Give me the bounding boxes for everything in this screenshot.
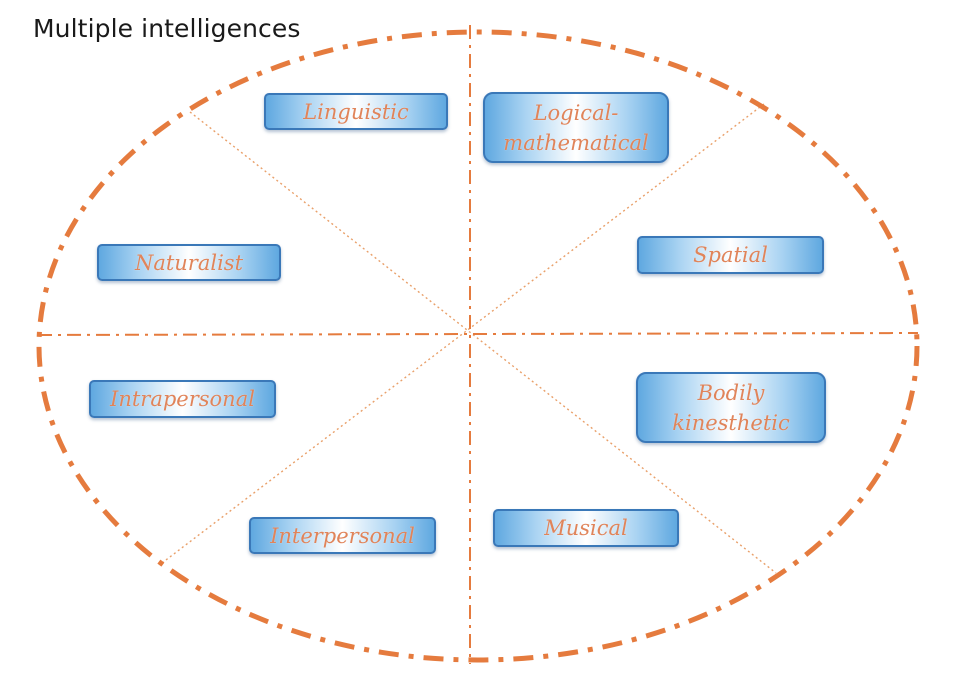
- box-intrapersonal: Intrapersonal: [89, 380, 276, 418]
- outer-ellipse: [36, 29, 920, 663]
- label-logical-mathematical: Logical- mathematical: [503, 100, 649, 155]
- label-interpersonal: Interpersonal: [270, 523, 415, 548]
- label-naturalist: Naturalist: [134, 250, 244, 275]
- box-spatial: Spatial: [637, 236, 824, 274]
- divider-diagonal-b: [161, 103, 765, 564]
- box-naturalist: Naturalist: [97, 244, 281, 281]
- divider-horizontal: [37, 332, 919, 336]
- box-interpersonal: Interpersonal: [249, 517, 436, 554]
- label-musical: Musical: [544, 516, 628, 540]
- divider-diagonal-a: [189, 111, 777, 574]
- label-intrapersonal: Intrapersonal: [110, 387, 255, 411]
- diagram-title: Multiple intelligences: [33, 14, 301, 43]
- box-logical-mathematical: Logical- mathematical: [483, 92, 669, 163]
- label-bodily-kinesthetic: Bodily kinesthetic: [672, 380, 790, 435]
- box-musical: Musical: [493, 509, 679, 547]
- label-spatial: Spatial: [693, 243, 768, 267]
- label-linguistic: Linguistic: [303, 99, 409, 124]
- box-bodily-kinesthetic: Bodily kinesthetic: [636, 372, 826, 443]
- box-linguistic: Linguistic: [264, 93, 448, 130]
